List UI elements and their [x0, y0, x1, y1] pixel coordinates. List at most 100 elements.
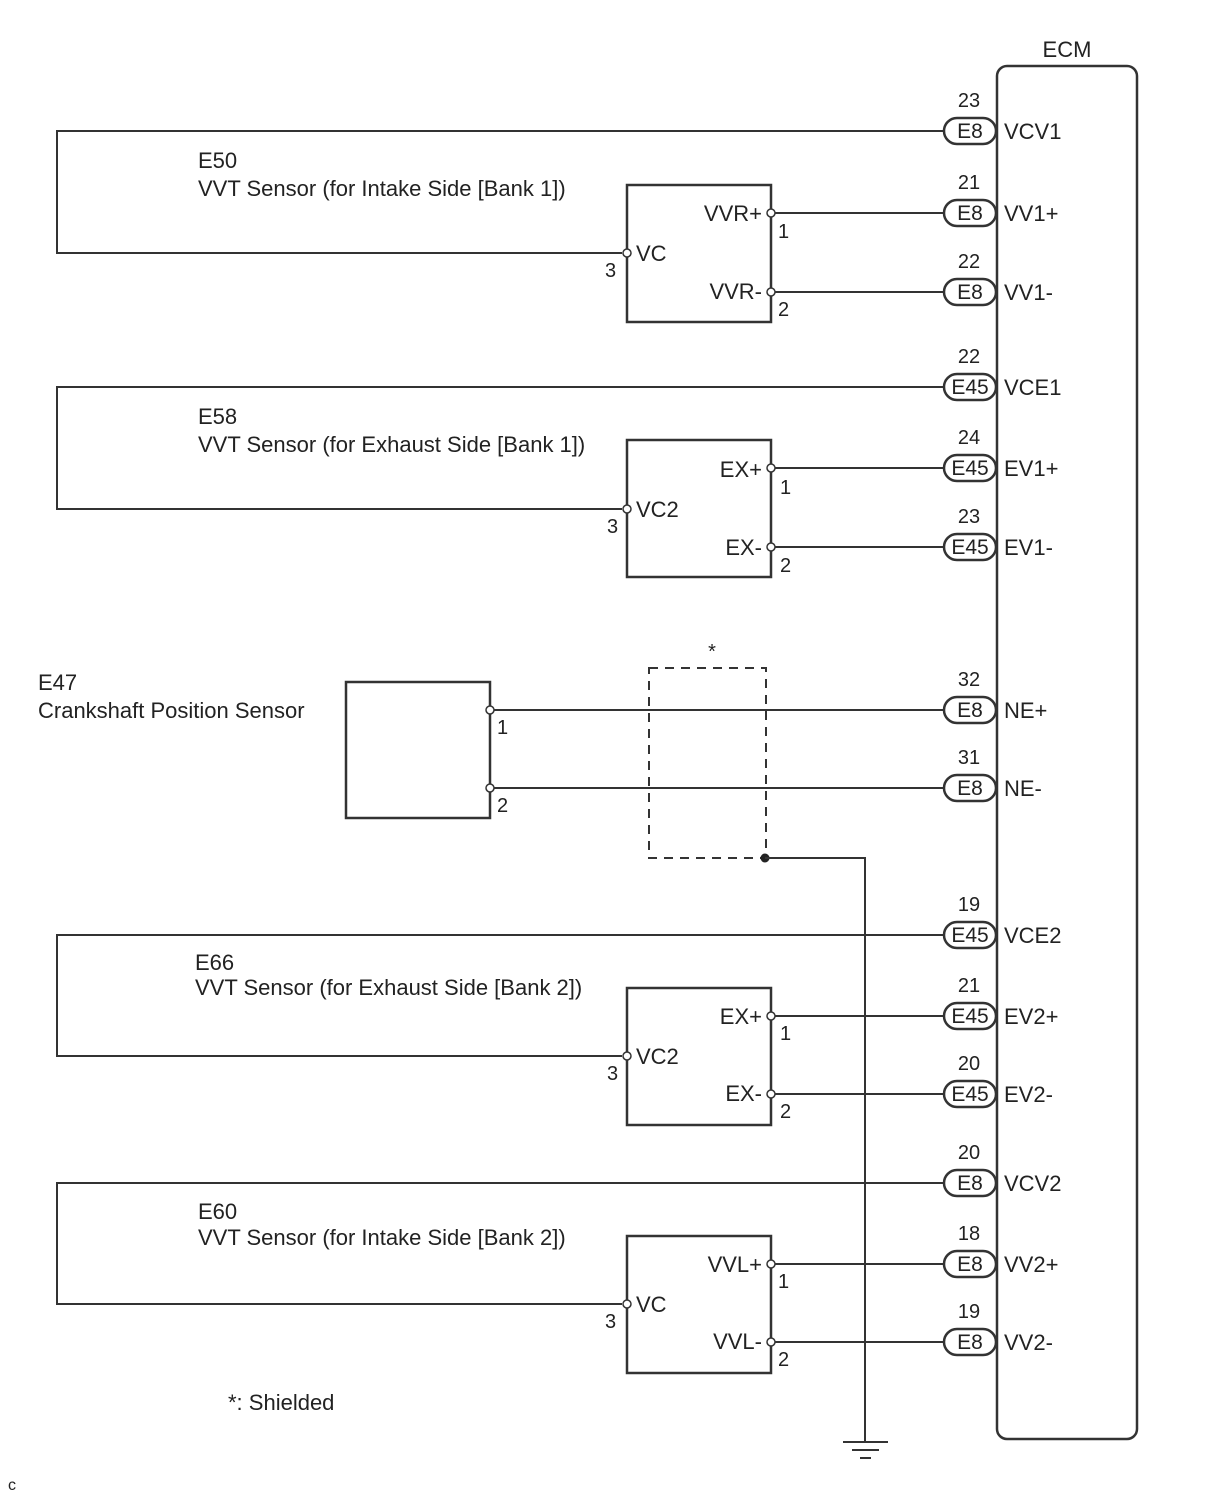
pin-label-top: EX+: [720, 1004, 762, 1029]
pin-label-bot: VVL-: [713, 1329, 762, 1354]
pin-num-top: 1: [497, 717, 508, 739]
shield-box: [648, 667, 767, 859]
connector-code: E45: [951, 1005, 988, 1028]
terminal-signal: NE-: [1004, 776, 1042, 801]
pin-num-top: 1: [778, 221, 789, 243]
connector-code: E45: [951, 1083, 988, 1106]
sensor-e58: E58 VVT Sensor (for Exhaust Side [Bank 1…: [56, 386, 944, 579]
pin-label-mid: VC2: [636, 1044, 679, 1069]
ecm-terminal-row: 24 E45 EV1+: [942, 427, 1058, 483]
sensor-box: [625, 183, 773, 324]
pin-label-bot: VVR-: [709, 279, 762, 304]
ecm-terminal-row: 18 E8 VV2+: [942, 1223, 1058, 1279]
connector-oval: [942, 920, 998, 950]
ecm-terminal-row: 22 E45 VCE1: [942, 346, 1061, 402]
ecm-box: [995, 64, 1139, 1441]
wire-vce2: [56, 934, 944, 1057]
terminal-signal: VV1-: [1004, 280, 1053, 305]
ecm-terminal-row: 19 E45 VCE2: [942, 894, 1061, 950]
terminal-signal: NE+: [1004, 698, 1047, 723]
ecm-terminal-row: 32 E8 NE+: [942, 669, 1047, 725]
connector-code: E8: [957, 1172, 983, 1195]
sensor-name: VVT Sensor (for Intake Side [Bank 1]): [198, 176, 566, 201]
ecm-terminal-row: 23 E8 VCV1: [942, 90, 1061, 146]
pin-label-bot: EX-: [725, 535, 762, 560]
pin-num-bot: 2: [780, 555, 791, 577]
pin-num-bot: 2: [778, 299, 789, 321]
terminal-signal: EV2-: [1004, 1082, 1053, 1107]
sensor-id: E58: [198, 404, 237, 429]
connector-code: E8: [957, 1331, 983, 1354]
ecm-terminal-row: 21 E8 VV1+: [942, 172, 1058, 228]
sensor-name: VVT Sensor (for Exhaust Side [Bank 1]): [198, 432, 585, 457]
connector-code: E8: [957, 120, 983, 143]
ecm-label: ECM: [1043, 37, 1092, 62]
sensor-e60: E60 VVT Sensor (for Intake Side [Bank 2]…: [56, 1182, 944, 1375]
pin-label-top: VVR+: [704, 201, 762, 226]
pin-num-top: 1: [778, 1271, 789, 1293]
sensor-box: [625, 438, 773, 579]
terminal-pin-number: 20: [958, 1142, 980, 1164]
sensor-e47: E47 Crankshaft Position Sensor 1 2: [38, 670, 944, 820]
terminal-pin-number: 24: [958, 427, 980, 449]
sensor-id: E50: [198, 148, 237, 173]
sensor-box: [625, 1234, 773, 1375]
terminal-pin-number: 22: [958, 251, 980, 273]
connector-oval: [942, 532, 998, 562]
pin-num-bot: 2: [778, 1349, 789, 1371]
pin-num-bot: 2: [780, 1101, 791, 1123]
connector-oval: [942, 453, 998, 483]
pin-num-mid: 3: [605, 1311, 616, 1333]
ecm-terminal-row: 20 E45 EV2-: [942, 1053, 1053, 1109]
sensor-id: E47: [38, 670, 77, 695]
connector-oval: [942, 1327, 998, 1357]
connector-code: E8: [957, 1253, 983, 1276]
terminal-pin-number: 31: [958, 747, 980, 769]
sensor-e50: E50 VVT Sensor (for Intake Side [Bank 1]…: [56, 130, 944, 324]
sensor-id: E66: [195, 950, 234, 975]
connector-oval: [942, 1079, 998, 1109]
terminal-signal: EV1+: [1004, 456, 1058, 481]
connector-code: E45: [951, 924, 988, 947]
connector-oval: [942, 277, 998, 307]
terminal-signal: VCE1: [1004, 375, 1061, 400]
sensor-name: VVT Sensor (for Intake Side [Bank 2]): [198, 1225, 566, 1250]
pin-label-mid: VC: [636, 1292, 667, 1317]
connector-oval: [942, 773, 998, 803]
footer-code: c: [8, 1477, 16, 1494]
ecm-terminal-row: 19 E8 VV2-: [942, 1301, 1053, 1357]
terminal-pin-number: 18: [958, 1223, 980, 1245]
terminal-pin-number: 23: [958, 90, 980, 112]
terminal-pin-number: 19: [958, 894, 980, 916]
terminal-pin-number: 32: [958, 669, 980, 691]
terminal-signal: EV1-: [1004, 535, 1053, 560]
connector-oval: [942, 1249, 998, 1279]
terminal-pin-number: 23: [958, 506, 980, 528]
ground-symbol-icon: [843, 1441, 888, 1459]
pin-num-mid: 3: [607, 516, 618, 538]
connector-oval: [942, 695, 998, 725]
ecm-terminal-row: 21 E45 EV2+: [942, 975, 1058, 1031]
connector-code: E8: [957, 202, 983, 225]
terminal-signal: VCE2: [1004, 923, 1061, 948]
shield-note: *: Shielded: [228, 1390, 334, 1415]
pin-label-mid: VC: [636, 241, 667, 266]
connector-code: E8: [957, 281, 983, 304]
connector-code: E45: [951, 376, 988, 399]
terminal-pin-number: 22: [958, 346, 980, 368]
pin-label-mid: VC2: [636, 497, 679, 522]
terminal-pin-number: 20: [958, 1053, 980, 1075]
wire-vcv2: [56, 1182, 944, 1305]
ecm-terminal-row: 23 E45 EV1-: [942, 506, 1053, 562]
terminal-pin-number: 21: [958, 172, 980, 194]
pin-num-bot: 2: [497, 795, 508, 817]
connector-code: E8: [957, 699, 983, 722]
connector-oval: [942, 1168, 998, 1198]
pin-num-mid: 3: [605, 260, 616, 282]
sensor-id: E60: [198, 1199, 237, 1224]
connector-code: E8: [957, 777, 983, 800]
terminal-signal: VCV2: [1004, 1171, 1061, 1196]
terminal-signal: VV2+: [1004, 1252, 1058, 1277]
shield-mark: *: [708, 641, 716, 663]
